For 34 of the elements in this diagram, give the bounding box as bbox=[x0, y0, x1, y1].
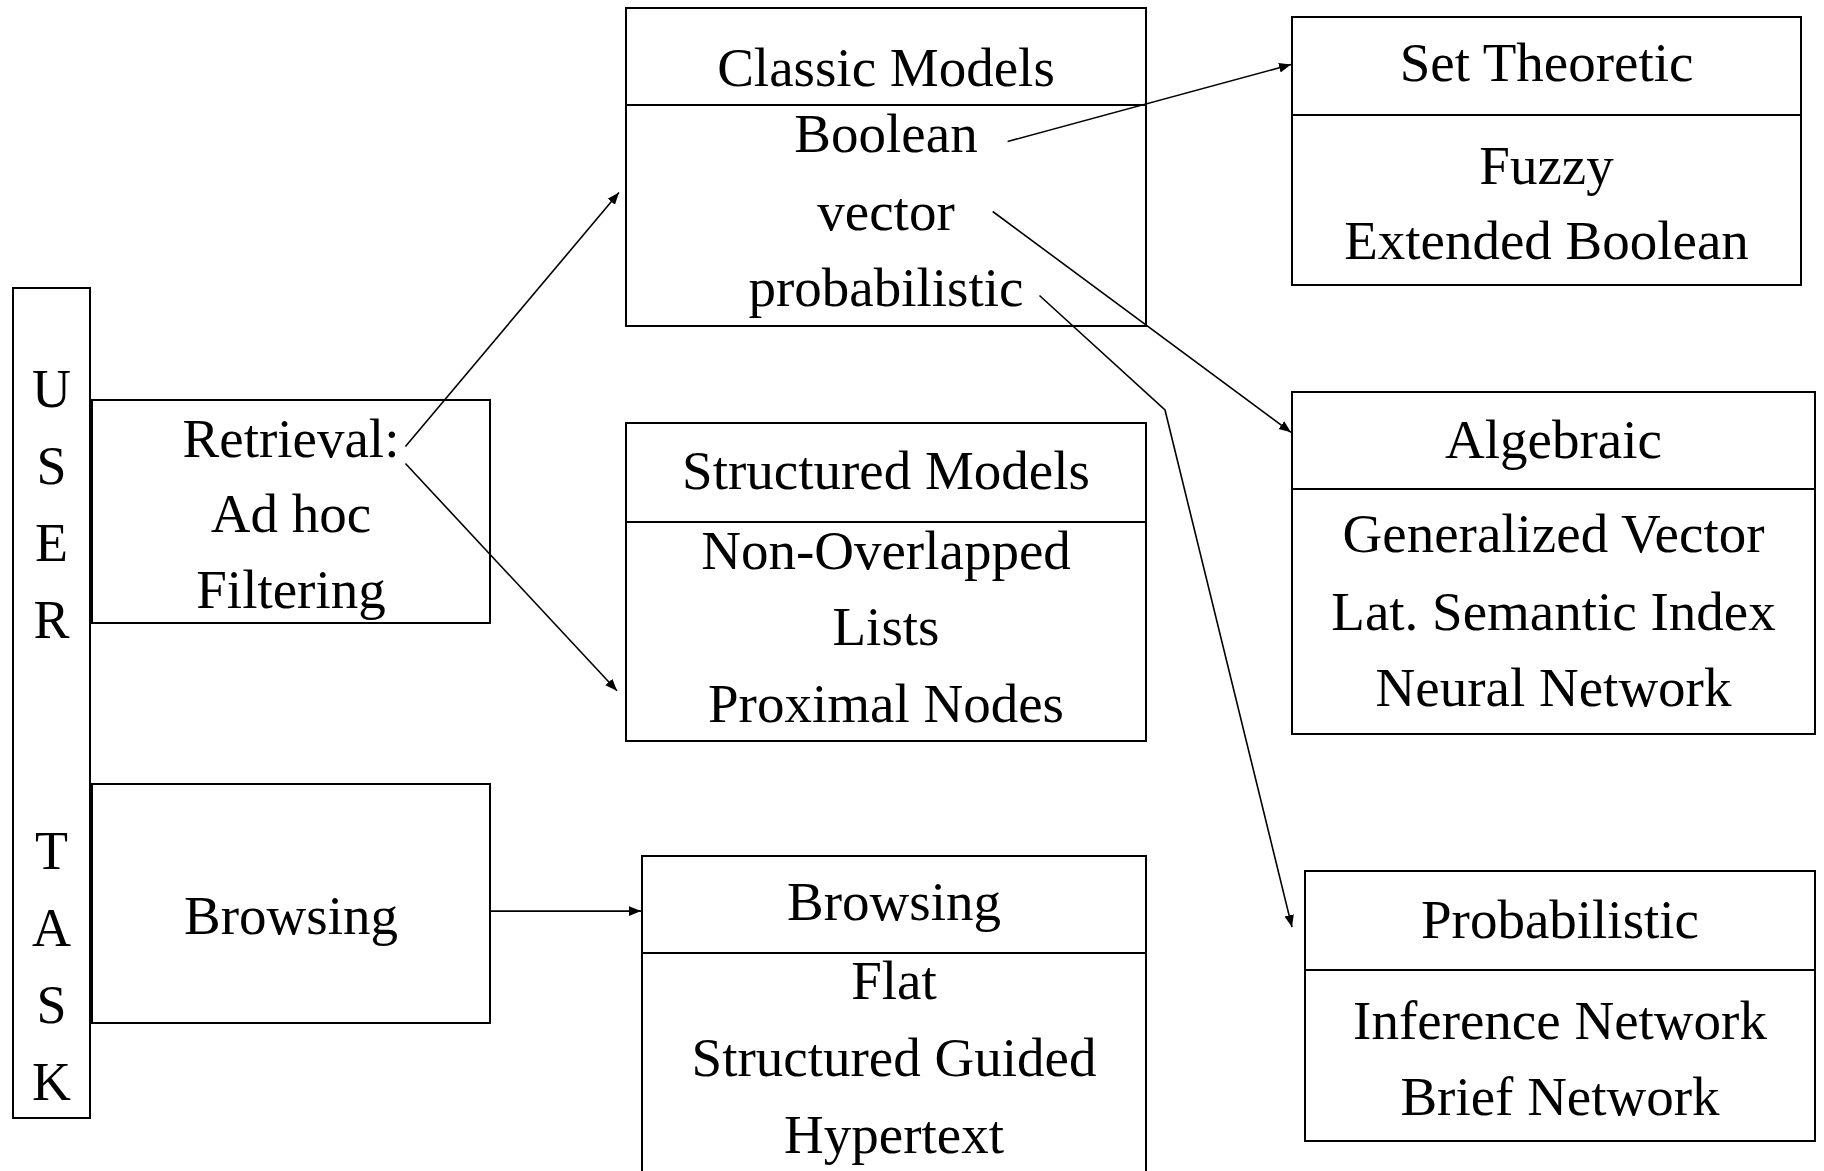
box-text: Lists bbox=[832, 599, 940, 654]
box-text: Inference Network bbox=[1353, 993, 1767, 1048]
box-text: Ad hoc bbox=[210, 486, 372, 541]
box-text: Proximal Nodes bbox=[708, 676, 1064, 731]
box-text: Retrieval: bbox=[182, 411, 400, 466]
box-heading: Probabilistic bbox=[1421, 892, 1699, 947]
vertical-label-bar bbox=[12, 287, 91, 1119]
box-text: Brief Network bbox=[1400, 1069, 1720, 1124]
box-heading: Classic Models bbox=[717, 40, 1055, 95]
arrow bbox=[1006, 63, 1292, 143]
box-text: Extended Boolean bbox=[1344, 213, 1749, 268]
model-box bbox=[1291, 391, 1816, 735]
box-text: Generalized Vector bbox=[1342, 506, 1765, 561]
box-text: Flat bbox=[851, 953, 937, 1008]
box-text: Boolean bbox=[794, 106, 978, 161]
model-box bbox=[625, 7, 1147, 327]
arrow bbox=[404, 191, 620, 448]
box-text: Neural Network bbox=[1375, 660, 1732, 715]
model-box bbox=[1291, 16, 1802, 286]
model-box bbox=[625, 422, 1147, 742]
box-heading: Structured Models bbox=[682, 443, 1090, 498]
model-box bbox=[641, 855, 1147, 1171]
model-box bbox=[1304, 870, 1816, 1142]
box-text: vector bbox=[817, 184, 955, 239]
arrow bbox=[490, 906, 642, 916]
arrow bbox=[991, 210, 1292, 434]
arrow bbox=[404, 462, 618, 692]
vertical-label: USER TASK bbox=[31, 358, 72, 1114]
box-heading: Set Theoretic bbox=[1399, 35, 1694, 90]
task-box bbox=[91, 783, 491, 1024]
box-text: Structured Guided bbox=[691, 1030, 1097, 1085]
arrow bbox=[1038, 294, 1294, 928]
task-box bbox=[91, 399, 491, 624]
box-text: Lat. Semantic Index bbox=[1331, 584, 1776, 639]
